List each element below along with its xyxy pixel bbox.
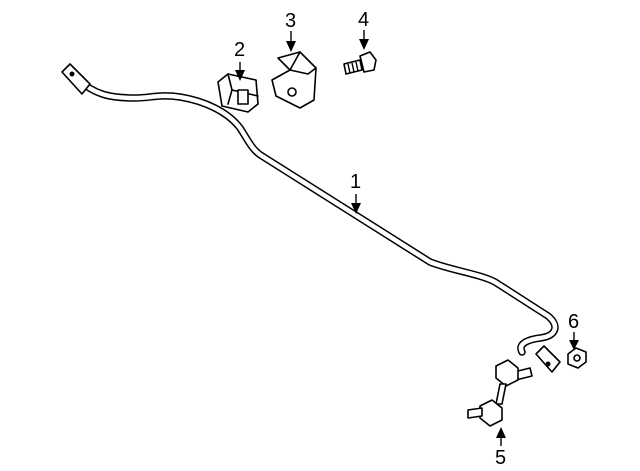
stabilizer-bar-core — [73, 75, 558, 355]
bushing — [217, 73, 259, 113]
callout-5: 5 — [495, 427, 506, 469]
nut — [567, 347, 587, 369]
callout-3: 3 — [285, 10, 296, 52]
stabilizer-bar — [61, 63, 561, 373]
bolt — [343, 51, 377, 75]
callout-label-2: 2 — [234, 39, 245, 61]
callout-6: 6 — [568, 311, 579, 350]
stabilizer-link — [467, 359, 533, 427]
stabilizer-bar-right-end — [535, 345, 561, 373]
stabilizer-bar-left-end — [61, 63, 91, 95]
callout-label-1: 1 — [350, 171, 361, 193]
callout-label-5: 5 — [495, 447, 506, 469]
stabilizer-bar-outline — [72, 74, 559, 356]
bracket — [271, 51, 317, 109]
callout-label-3: 3 — [285, 10, 296, 32]
callout-label-6: 6 — [568, 311, 579, 333]
callout-2: 2 — [234, 39, 245, 81]
callout-1: 1 — [350, 171, 361, 214]
callout-4: 4 — [358, 9, 369, 50]
callout-label-4: 4 — [358, 9, 369, 31]
